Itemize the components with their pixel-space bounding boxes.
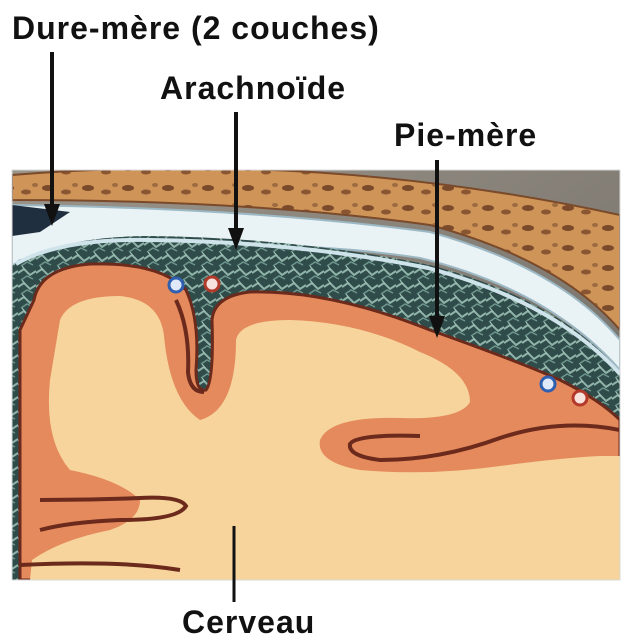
brain-label: Cerveau [182,606,315,638]
vessel-blue-1 [169,278,183,292]
vessel-blue-2 [541,377,555,391]
vessel-red-1 [205,277,219,291]
arachnoid-label: Arachnoïde [160,72,346,104]
vessel-red-2 [573,391,587,405]
pia-mater-label: Pie-mère [394,119,537,151]
anatomy-illustration [12,168,620,580]
dura-mater-label: Dure-mère (2 couches) [12,12,380,44]
